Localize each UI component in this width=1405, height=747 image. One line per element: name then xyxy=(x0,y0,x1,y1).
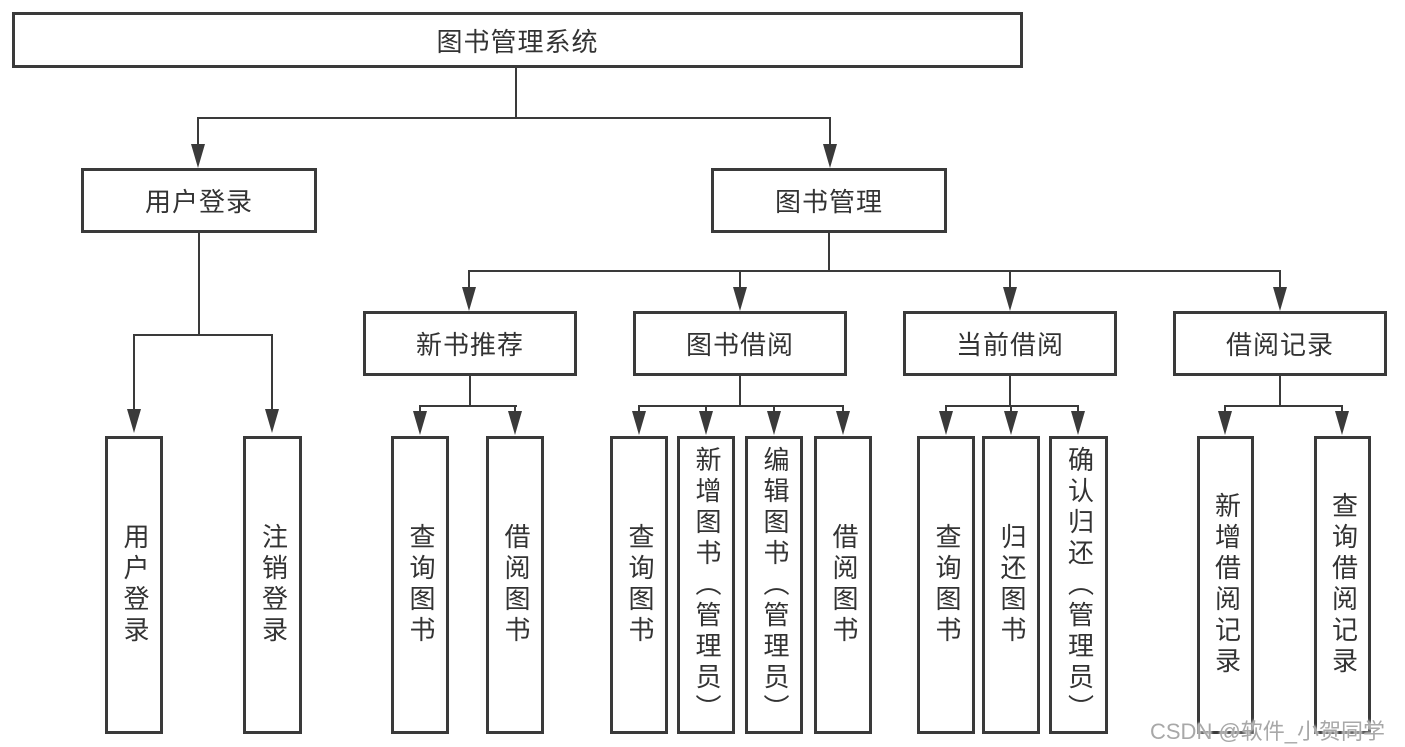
connector-line xyxy=(197,117,831,119)
leaf-add-book-admin: 新增图书（管理员） xyxy=(677,436,735,734)
watermark: CSDN @软件_小贺同学 xyxy=(1150,719,1386,744)
arrowhead-down-icon xyxy=(939,411,953,435)
leaf-borrow-books-recommend: 借阅图书 xyxy=(486,436,544,734)
connector-line xyxy=(1077,405,1079,414)
leaf-confirm-return-admin: 确认归还（管理员） xyxy=(1049,436,1108,734)
connector-line xyxy=(945,405,947,414)
arrowhead-down-icon xyxy=(265,409,279,433)
leaf-query-borrow-record: 查询借阅记录 xyxy=(1314,436,1371,734)
leaf-query-books-recommend: 查询图书 xyxy=(391,436,449,734)
arrowhead-down-icon xyxy=(1273,287,1287,311)
leaf-return-book: 归还图书 xyxy=(982,436,1040,734)
connector-line xyxy=(1279,270,1281,289)
node-book-borrow-label: 图书借阅 xyxy=(685,330,794,360)
connector-line xyxy=(271,334,273,411)
arrowhead-down-icon xyxy=(1003,287,1017,311)
node-current-borrow-label: 当前借阅 xyxy=(955,330,1064,360)
leaf-query-books-recommend-label: 查询图书 xyxy=(405,523,436,647)
connector-line xyxy=(1010,405,1012,414)
connector-line xyxy=(419,405,421,414)
node-root: 图书管理系统 xyxy=(12,12,1023,68)
connector-line xyxy=(419,405,517,407)
connector-line xyxy=(705,405,707,414)
node-borrow-records-label: 借阅记录 xyxy=(1225,330,1334,360)
node-book-management: 图书管理 xyxy=(711,168,947,233)
leaf-borrow-books-borrow: 借阅图书 xyxy=(814,436,872,734)
node-user-login: 用户登录 xyxy=(81,168,317,233)
node-new-book-recommend-label: 新书推荐 xyxy=(415,330,524,360)
connector-line xyxy=(1279,376,1281,407)
connector-line xyxy=(515,68,517,118)
arrowhead-down-icon xyxy=(1335,411,1349,435)
leaf-add-borrow-record-label: 新增借阅记录 xyxy=(1211,492,1242,678)
connector-line xyxy=(1224,405,1343,407)
leaf-return-book-label: 归还图书 xyxy=(996,523,1027,647)
connector-line xyxy=(828,233,830,272)
node-book-management-label: 图书管理 xyxy=(774,187,883,217)
connector-line xyxy=(468,270,470,289)
connector-line xyxy=(133,334,273,336)
node-borrow-records: 借阅记录 xyxy=(1173,311,1387,376)
arrowhead-down-icon xyxy=(767,411,781,435)
arrowhead-down-icon xyxy=(191,144,205,168)
leaf-user-login-label: 用户登录 xyxy=(119,523,150,647)
connector-line xyxy=(198,233,200,336)
connector-line xyxy=(469,376,471,407)
connector-line xyxy=(1009,376,1011,407)
leaf-query-books-borrow: 查询图书 xyxy=(610,436,668,734)
leaf-logout: 注销登录 xyxy=(243,436,302,734)
connector-line xyxy=(842,405,844,414)
leaf-user-login: 用户登录 xyxy=(105,436,163,734)
leaf-confirm-return-admin-label: 确认归还（管理员） xyxy=(1064,445,1095,725)
node-book-borrow: 图书借阅 xyxy=(633,311,847,376)
connector-line xyxy=(197,117,199,146)
arrowhead-down-icon xyxy=(413,411,427,435)
node-current-borrow: 当前借阅 xyxy=(903,311,1117,376)
node-root-label: 图书管理系统 xyxy=(436,26,599,57)
arrowhead-down-icon xyxy=(462,287,476,311)
leaf-edit-book-admin-label: 编辑图书（管理员） xyxy=(759,445,790,725)
connector-line xyxy=(638,405,640,414)
leaf-borrow-books-recommend-label: 借阅图书 xyxy=(500,523,531,647)
leaf-borrow-books-borrow-label: 借阅图书 xyxy=(828,523,859,647)
node-user-login-label: 用户登录 xyxy=(144,187,253,217)
connector-line xyxy=(514,405,516,414)
arrowhead-down-icon xyxy=(699,411,713,435)
leaf-logout-label: 注销登录 xyxy=(258,523,289,647)
arrowhead-down-icon xyxy=(836,411,850,435)
connector-line xyxy=(133,334,135,411)
arrowhead-down-icon xyxy=(1218,411,1232,435)
leaf-query-books-current: 查询图书 xyxy=(917,436,975,734)
leaf-query-books-borrow-label: 查询图书 xyxy=(624,523,655,647)
connector-line xyxy=(739,270,741,289)
connector-line xyxy=(1224,405,1226,414)
leaf-add-borrow-record: 新增借阅记录 xyxy=(1197,436,1254,734)
connector-line xyxy=(1009,270,1011,289)
arrowhead-down-icon xyxy=(127,409,141,433)
connector-line xyxy=(638,405,844,407)
arrowhead-down-icon xyxy=(823,144,837,168)
connector-line xyxy=(739,376,741,407)
connector-line xyxy=(829,117,831,146)
arrowhead-down-icon xyxy=(733,287,747,311)
node-new-book-recommend: 新书推荐 xyxy=(363,311,577,376)
arrowhead-down-icon xyxy=(1071,411,1085,435)
connector-line xyxy=(468,270,1281,272)
leaf-query-books-current-label: 查询图书 xyxy=(931,523,962,647)
leaf-edit-book-admin: 编辑图书（管理员） xyxy=(745,436,803,734)
connector-line xyxy=(945,405,1079,407)
connector-line xyxy=(773,405,775,414)
connector-line xyxy=(1341,405,1343,414)
arrowhead-down-icon xyxy=(632,411,646,435)
arrowhead-down-icon xyxy=(1004,411,1018,435)
leaf-query-borrow-record-label: 查询借阅记录 xyxy=(1328,492,1359,678)
arrowhead-down-icon xyxy=(508,411,522,435)
leaf-add-book-admin-label: 新增图书（管理员） xyxy=(691,445,722,725)
